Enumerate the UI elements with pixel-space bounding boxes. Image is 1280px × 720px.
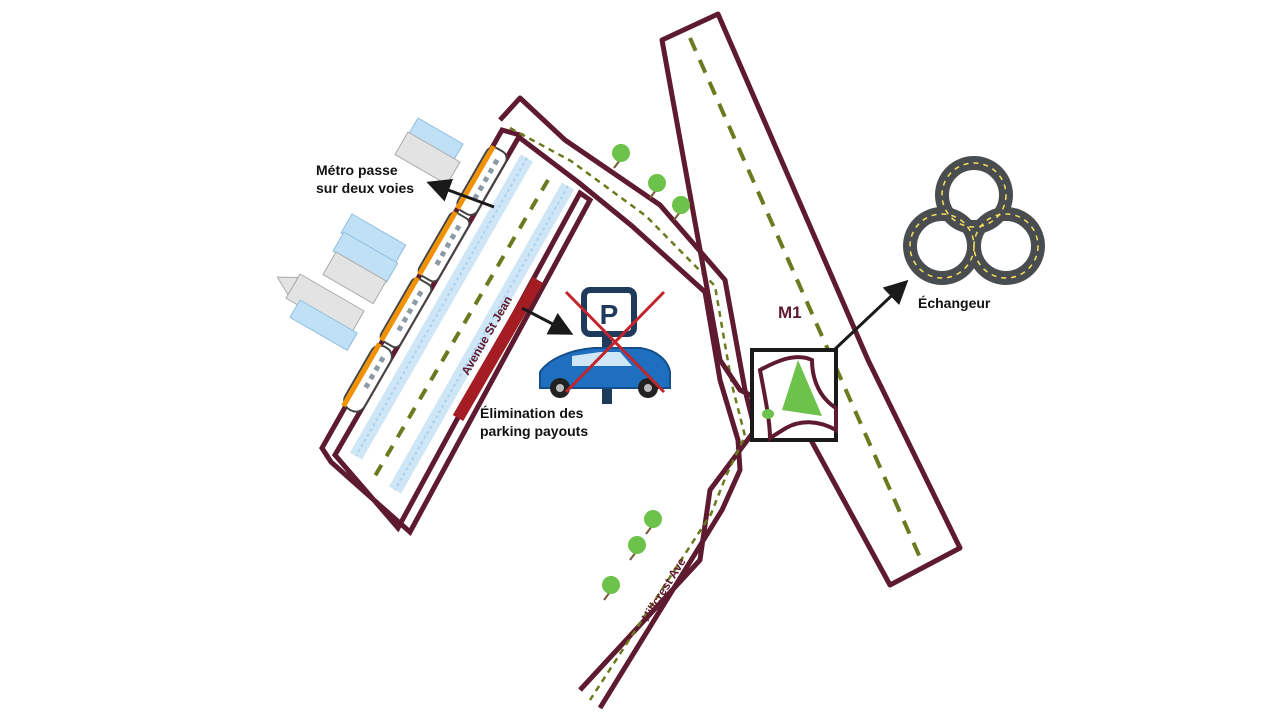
building-icon <box>322 251 387 305</box>
buildings <box>276 117 464 352</box>
parking-label-line2: parking payouts <box>480 423 588 439</box>
tree-icon <box>612 144 630 169</box>
metro-annotation: Métro passe sur deux voies <box>316 162 495 209</box>
interchange-green <box>782 360 822 416</box>
m1-highway: M1 <box>659 11 963 588</box>
arrow-icon <box>832 279 909 352</box>
metro-label-line2: sur deux voies <box>316 180 414 196</box>
tree-icon <box>648 174 666 199</box>
hillcrest-label: Hillcrest Ave <box>639 555 689 624</box>
m1-label: M1 <box>778 303 802 322</box>
building-icon <box>289 299 358 352</box>
arrow-icon <box>521 306 574 335</box>
parking-label-line1: Élimination des <box>480 405 584 421</box>
hillcrest-outline-b <box>518 136 743 710</box>
trees <box>602 144 690 601</box>
tree-icon <box>628 536 646 561</box>
tree-icon <box>672 196 690 221</box>
parking-elimination: P Élimination des parking payouts <box>480 287 671 439</box>
arrow-icon <box>426 179 495 209</box>
tree-icon <box>644 510 662 535</box>
hillcrest-centerline <box>509 126 747 701</box>
m1-outline <box>659 11 963 588</box>
cross-icon <box>564 290 666 394</box>
hillcrest-ave: Hillcrest Ave <box>498 95 758 710</box>
svg-text:P: P <box>600 299 619 330</box>
building-icon <box>394 131 461 186</box>
car-icon <box>539 347 671 398</box>
echangeur-label: Échangeur <box>918 295 991 311</box>
metro-tracks <box>349 154 575 494</box>
metro-label-line1: Métro passe <box>316 162 398 178</box>
metro-train-icon <box>341 145 508 413</box>
parking-strip <box>452 276 544 422</box>
cloverleaf-interchange-icon <box>903 156 1045 285</box>
tree-icon <box>602 576 620 601</box>
hillcrest-outline-a <box>498 95 758 692</box>
interchange-box <box>750 279 909 442</box>
